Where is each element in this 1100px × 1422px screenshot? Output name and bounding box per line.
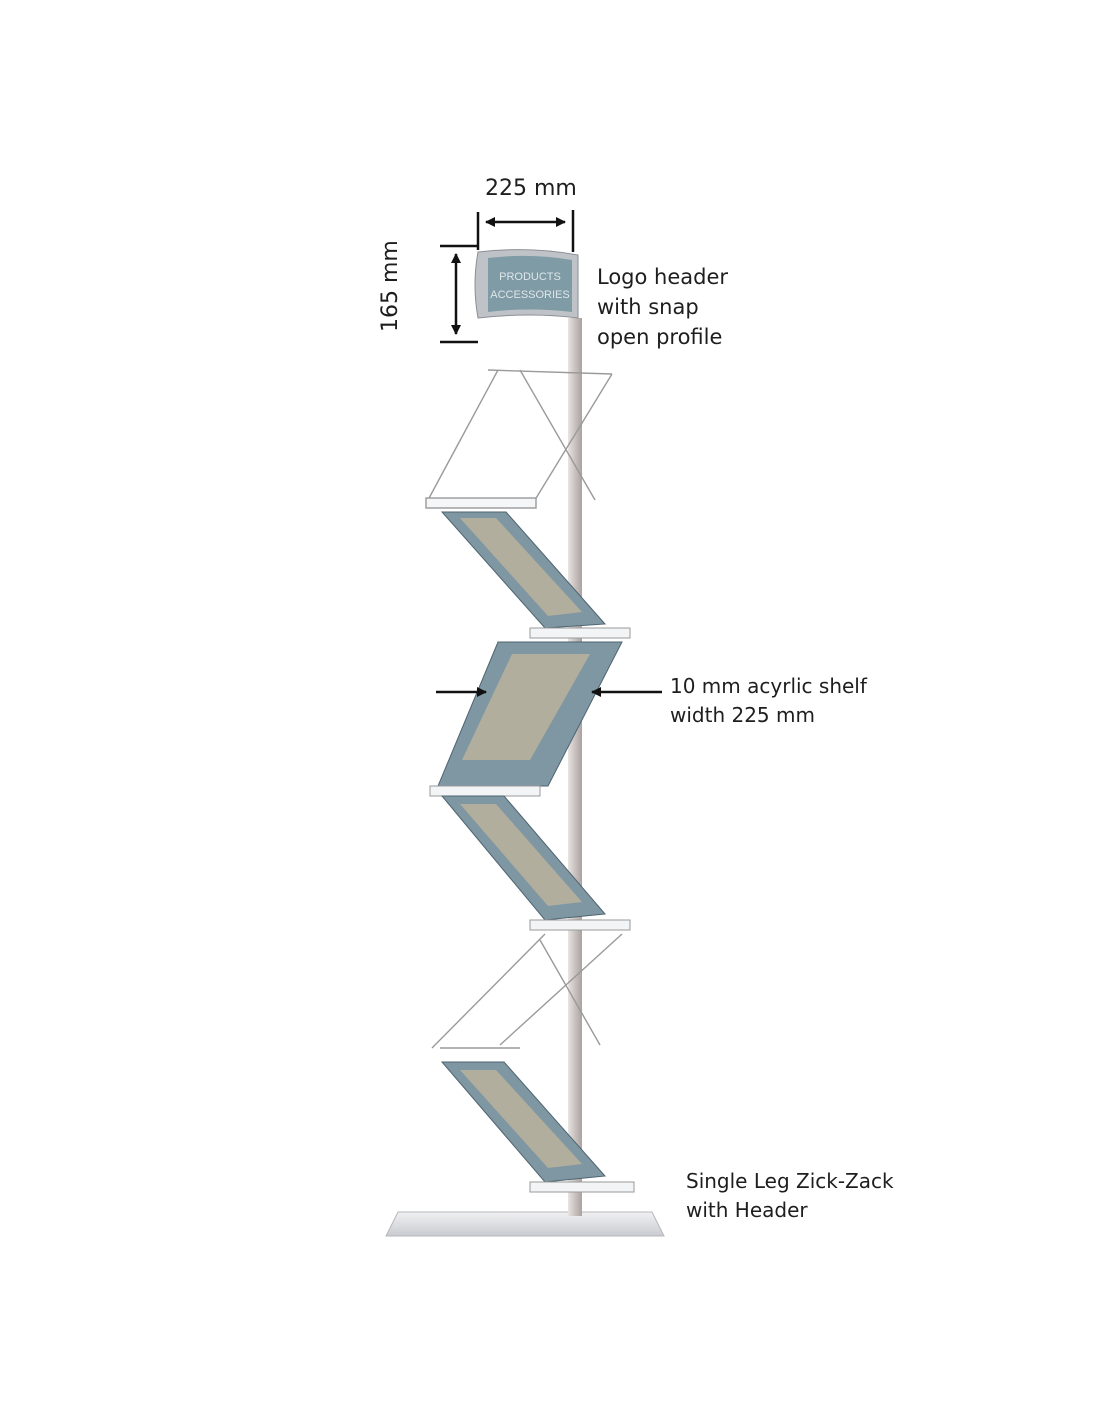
shelf-lip-1 — [529, 627, 631, 639]
shelf-1 — [425, 369, 613, 509]
header-sign: PRODUCTS ACCESSORIES — [474, 249, 579, 319]
brochure-2-image — [462, 654, 590, 760]
sign-text-line1: PRODUCTS — [499, 271, 561, 283]
shelf-lip-3 — [529, 919, 631, 931]
height-dimension-label: 165 mm — [378, 240, 403, 332]
brochure-4-image — [460, 1070, 582, 1168]
height-dimension — [440, 244, 478, 344]
shelf-callout: 10 mm acyrlic shelf width 225 mm — [670, 672, 867, 730]
callout-line: 10 mm acyrlic shelf — [670, 674, 867, 698]
callout-line: with Header — [686, 1198, 808, 1222]
callout-line: open profile — [597, 325, 723, 349]
callout-line: Logo header — [597, 265, 729, 289]
callout-line: width 225 mm — [670, 703, 815, 727]
brochure-1-image — [460, 518, 582, 616]
callout-line: with snap — [597, 295, 699, 319]
shelf-5 — [431, 933, 623, 1049]
pole — [568, 318, 582, 1216]
brochure-3-image — [460, 804, 582, 906]
logo-header-callout: Logo header with snap open profile — [597, 262, 728, 352]
callout-line: Single Leg Zick-Zack — [686, 1169, 894, 1193]
product-name-callout: Single Leg Zick-Zack with Header — [686, 1167, 894, 1225]
width-dimension — [476, 210, 575, 252]
shelf-lip-2 — [429, 785, 541, 797]
width-dimension-label: 225 mm — [485, 176, 577, 201]
sign-text-line2: ACCESSORIES — [490, 289, 569, 301]
base-plate — [385, 1211, 665, 1237]
shelf-lip-4 — [529, 1181, 635, 1193]
